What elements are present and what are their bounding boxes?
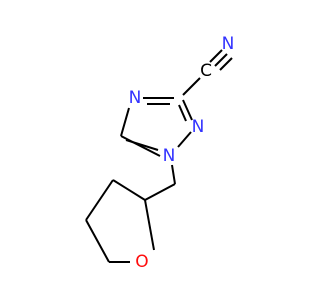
bond-n1-to-ch2 bbox=[171, 164, 176, 185]
bond-thf-o-c2 bbox=[144, 199, 155, 251]
bonds bbox=[85, 49, 233, 263]
atom-n-ring-4: N bbox=[129, 88, 142, 108]
atom-n-ring-1: N bbox=[163, 146, 176, 166]
bond-n1-n2 bbox=[177, 131, 192, 148]
bond-thf-c2-c3 bbox=[112, 179, 146, 201]
bond-thf-c3-c4 bbox=[85, 179, 114, 221]
atom-c-nitrile: C bbox=[200, 61, 212, 81]
atom-n-ring-2: N bbox=[192, 117, 205, 137]
atom-o-ring: O bbox=[135, 252, 148, 272]
bond-n4-c5 bbox=[120, 107, 130, 137]
atom-n-nitrile: N bbox=[222, 34, 235, 54]
bond-c5-n1 bbox=[120, 135, 161, 157]
bond-c5-n1-inner bbox=[125, 139, 159, 151]
bond-ch2-to-thf bbox=[144, 183, 176, 201]
atom-labels: N C N N N O bbox=[129, 34, 235, 272]
molecule-structure-diagram: N C N N N O bbox=[85, 34, 235, 272]
bond-thf-c4-c5 bbox=[85, 219, 110, 263]
bond-nitrile-triple-a bbox=[209, 49, 223, 63]
bond-n2-c3 bbox=[182, 99, 193, 121]
bond-n2-c3-inner bbox=[178, 104, 187, 122]
bond-nitrile-triple-c bbox=[219, 57, 233, 71]
bond-nitrile-triple-b bbox=[214, 53, 228, 67]
bond-nitrile-c-to-c3 bbox=[182, 77, 201, 96]
